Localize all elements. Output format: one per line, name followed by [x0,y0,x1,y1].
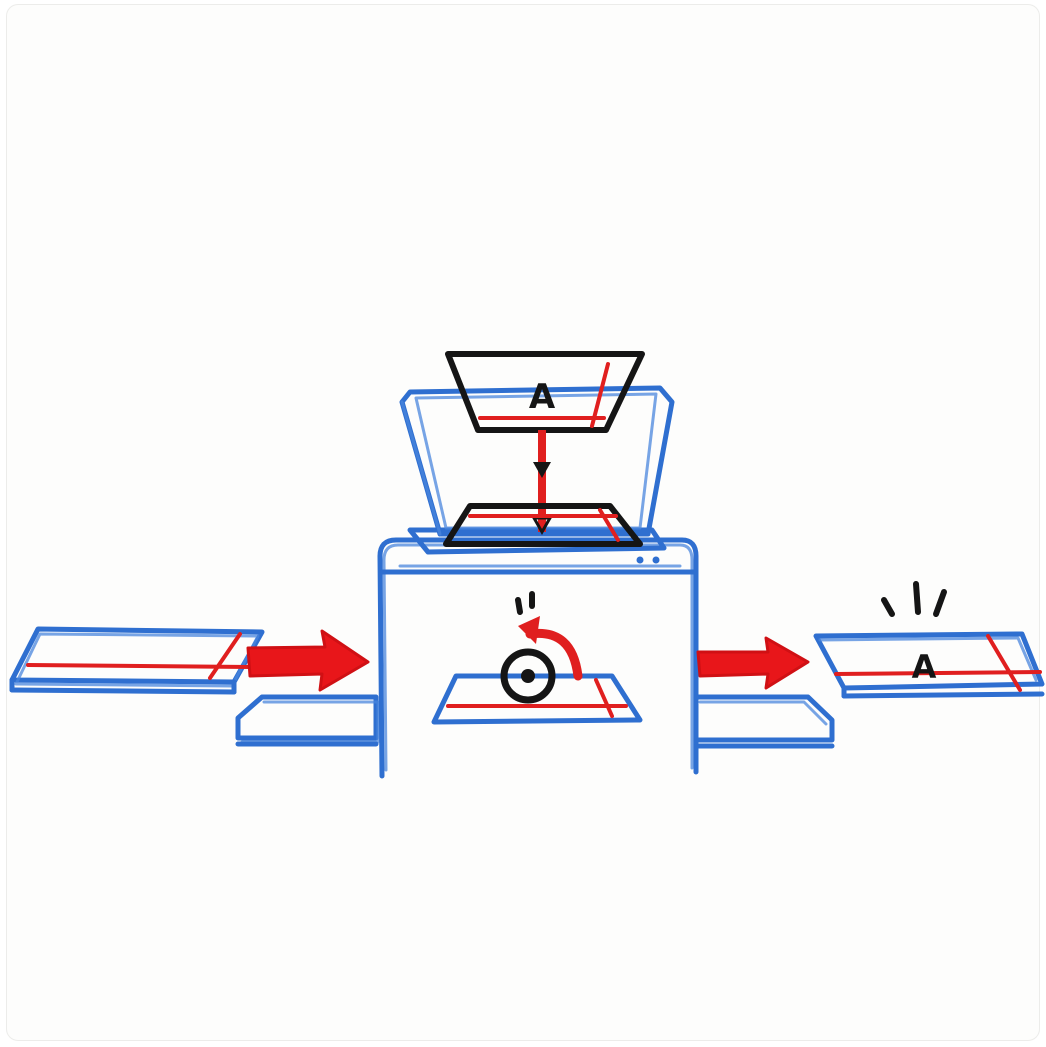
output-letter: A [912,648,937,686]
output-sheet-bottom [696,697,832,746]
control-button-icon [637,557,644,564]
input-sheet-bottom [238,697,378,744]
original-letter: A [529,377,556,417]
copier-machine: A [380,354,696,776]
output-copy-sheet: A [816,634,1042,696]
output-arrow-right [698,638,808,688]
feed-arrow-left [248,631,368,690]
highlight-marks-icon [884,584,944,614]
input-sheet-top [12,629,262,692]
processing-gear-icon [504,594,578,700]
control-button-icon [653,557,660,564]
